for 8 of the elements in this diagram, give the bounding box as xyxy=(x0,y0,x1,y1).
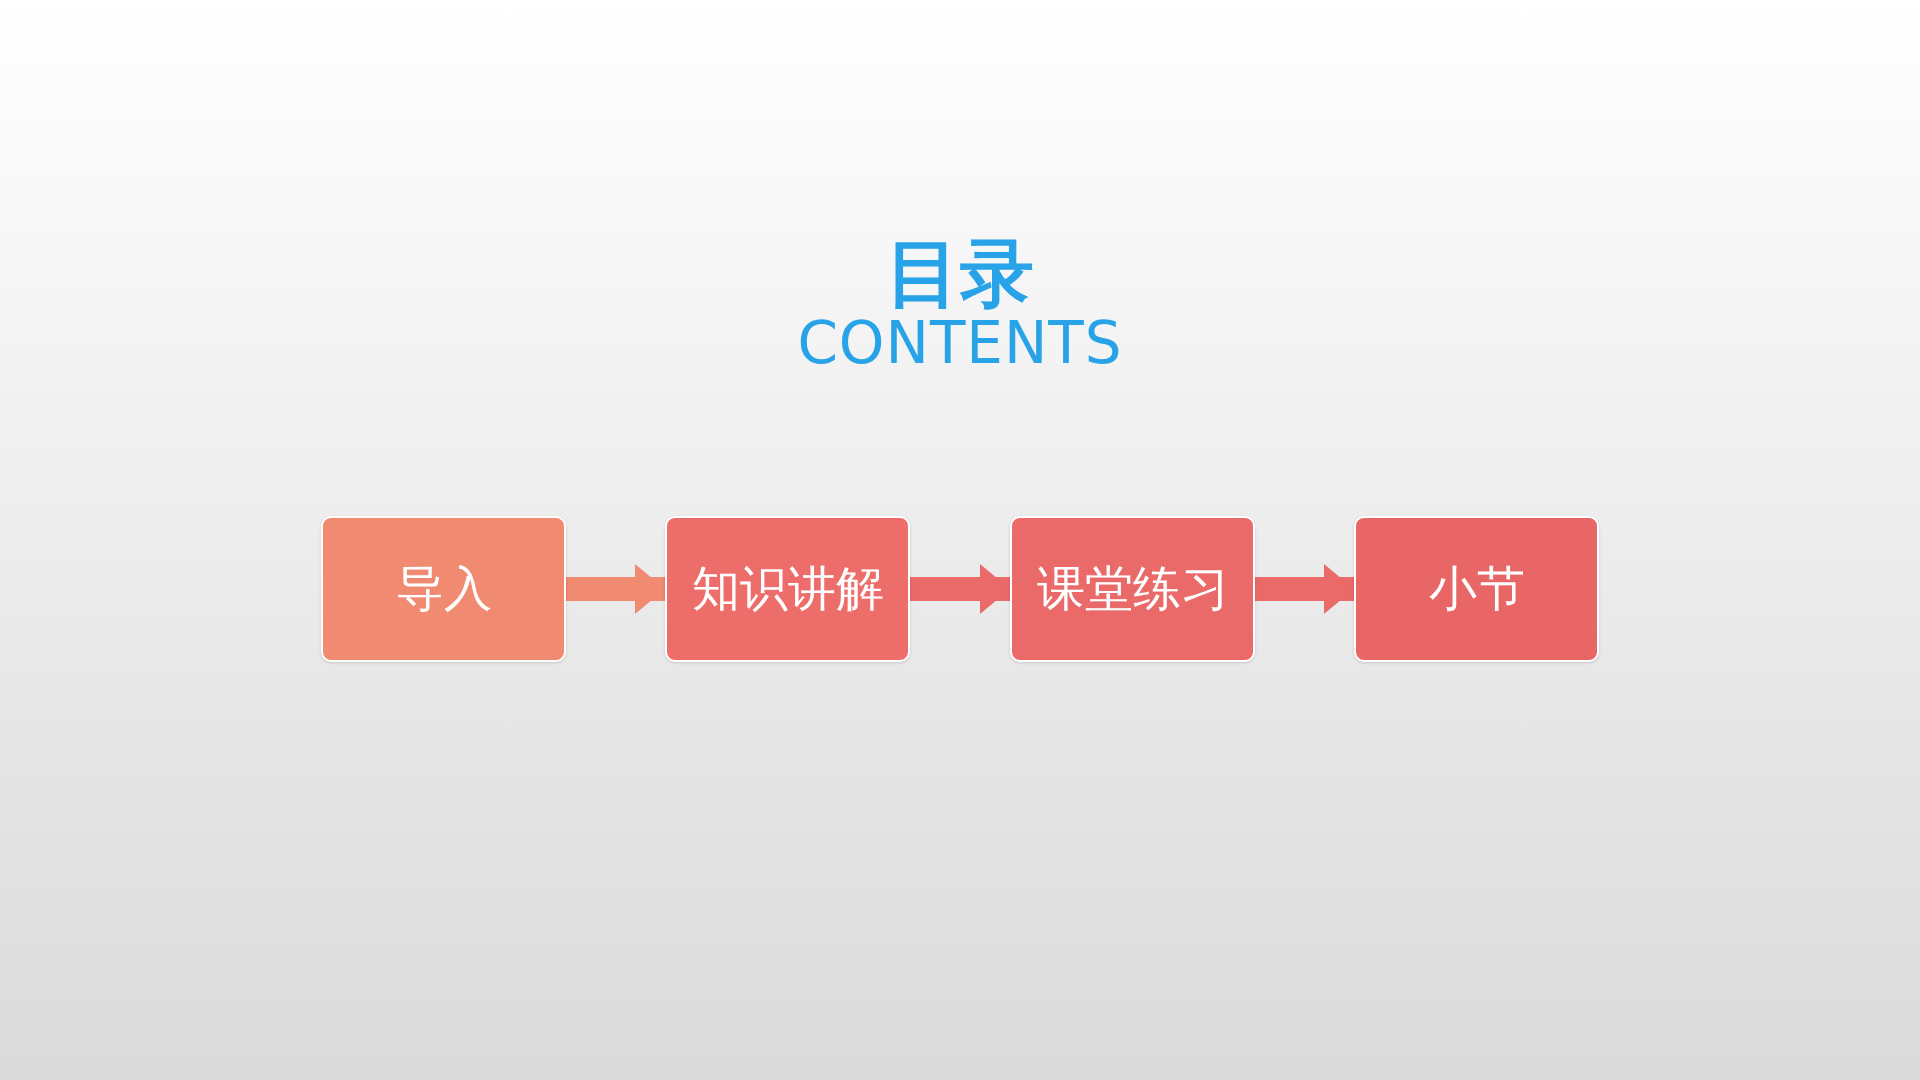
step-box: 课堂练习 xyxy=(1010,516,1255,662)
arrow xyxy=(566,564,665,614)
step-box: 小节 xyxy=(1354,516,1599,662)
arrow xyxy=(910,564,1010,614)
title: 目录 CONTENTS xyxy=(797,235,1123,374)
arrow xyxy=(1255,564,1354,614)
step-box: 知识讲解 xyxy=(665,516,910,662)
step-box: 导入 xyxy=(321,516,566,662)
